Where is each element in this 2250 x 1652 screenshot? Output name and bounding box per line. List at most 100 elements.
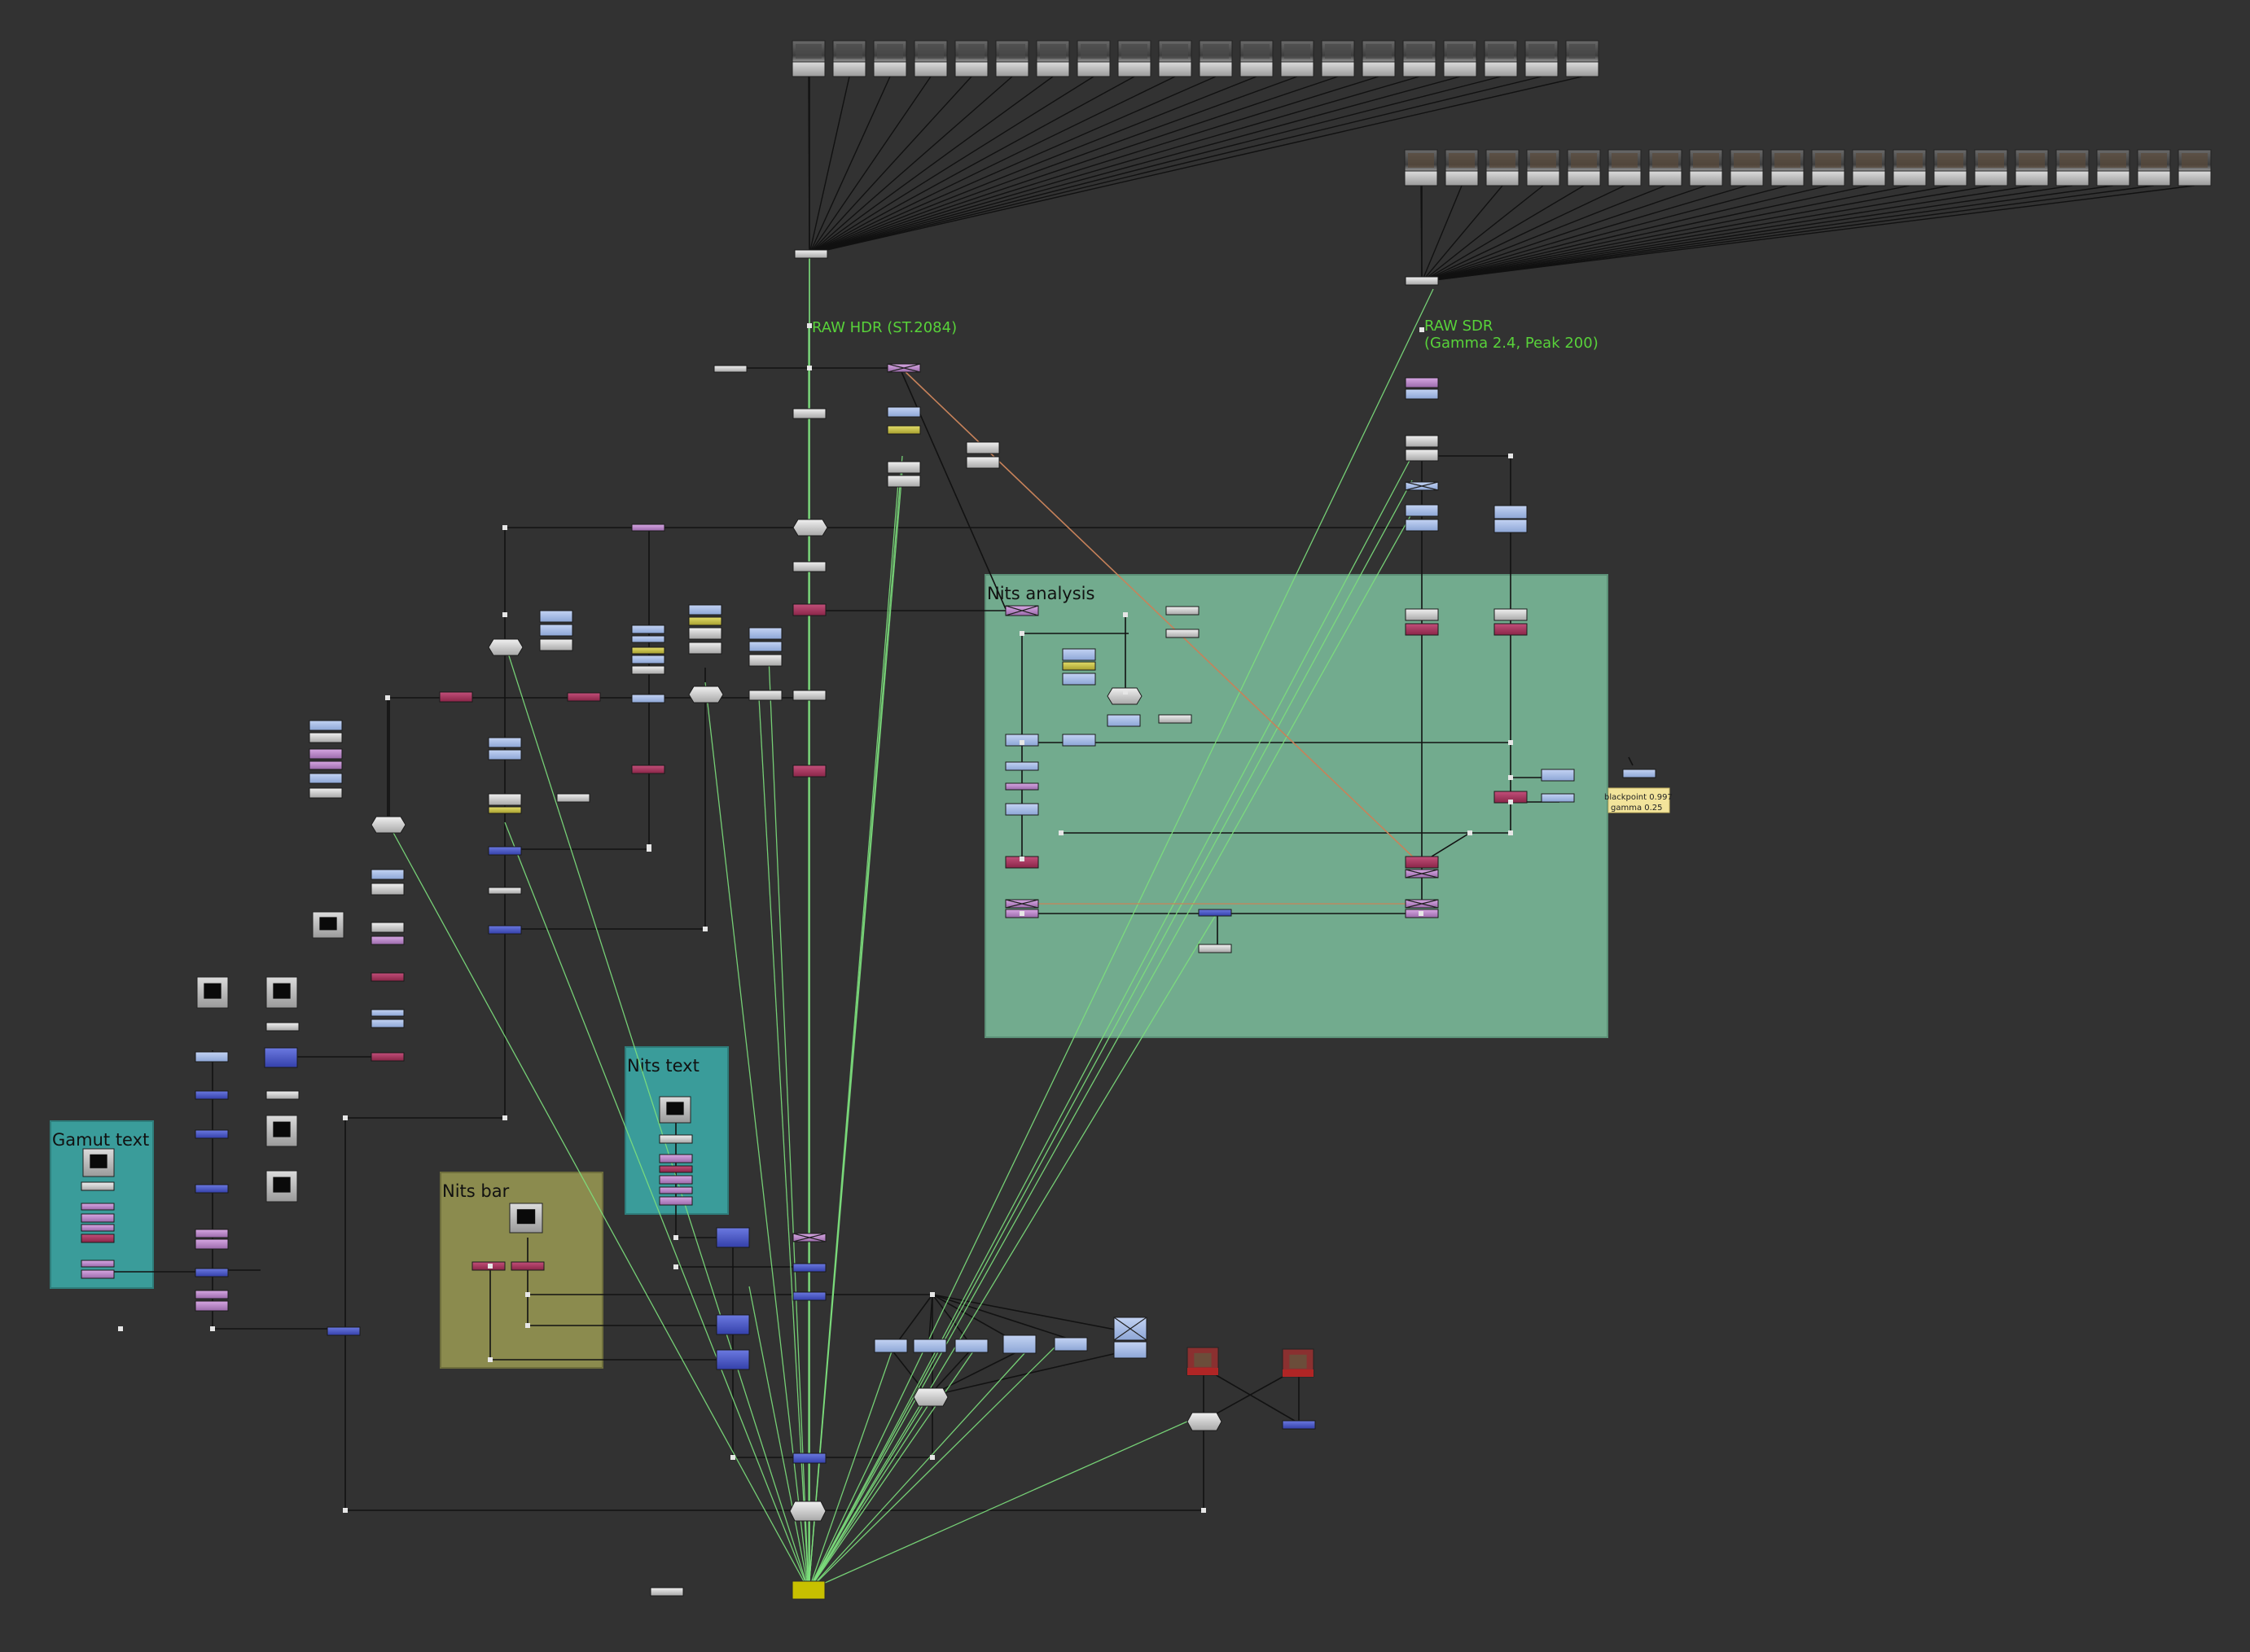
node[interactable] <box>1405 449 1439 462</box>
node[interactable] <box>631 646 665 655</box>
read-node[interactable] <box>1402 40 1436 77</box>
node[interactable] <box>792 408 827 419</box>
node[interactable] <box>748 627 783 640</box>
dot-node[interactable] <box>673 1235 678 1240</box>
merge-node[interactable] <box>1107 687 1143 705</box>
node[interactable] <box>265 1022 300 1032</box>
node[interactable] <box>748 641 783 652</box>
node[interactable] <box>1158 714 1192 724</box>
node[interactable] <box>792 1291 827 1301</box>
dot-node[interactable] <box>343 1115 348 1120</box>
node[interactable] <box>539 610 573 623</box>
dot-node[interactable] <box>1123 690 1128 695</box>
dot-node[interactable] <box>807 366 812 370</box>
read-node[interactable] <box>1565 40 1599 77</box>
node[interactable] <box>371 1009 405 1017</box>
node[interactable] <box>309 787 343 799</box>
node[interactable] <box>887 461 921 474</box>
dot-node[interactable] <box>730 1455 735 1460</box>
read-node[interactable] <box>1730 149 1764 186</box>
read-node[interactable] <box>832 40 866 77</box>
node[interactable] <box>688 616 722 626</box>
node[interactable] <box>439 691 473 703</box>
read-node[interactable] <box>1770 149 1805 186</box>
backdrop-nits-analysis[interactable]: Nits analysis <box>985 574 1608 1038</box>
hdr-read-nodes[interactable] <box>792 40 1599 77</box>
node[interactable] <box>792 765 827 778</box>
node[interactable] <box>511 1261 545 1271</box>
viewer-node[interactable] <box>196 976 229 1009</box>
node[interactable] <box>81 1181 115 1191</box>
read-node[interactable] <box>954 40 989 77</box>
read-node[interactable] <box>1158 40 1192 77</box>
dot-node[interactable] <box>502 1115 507 1120</box>
node[interactable] <box>81 1260 115 1268</box>
node[interactable] <box>81 1203 115 1211</box>
node[interactable] <box>488 846 522 856</box>
node[interactable] <box>966 456 1000 469</box>
node[interactable] <box>1113 1341 1147 1359</box>
node[interactable] <box>716 1349 750 1370</box>
node[interactable] <box>195 1268 229 1277</box>
node[interactable] <box>1405 856 1439 869</box>
viewer-node[interactable] <box>312 911 344 939</box>
read-node[interactable] <box>1607 149 1642 186</box>
processing-nodes[interactable] <box>81 249 1656 1600</box>
node[interactable] <box>1062 648 1096 661</box>
dot-node[interactable] <box>807 323 812 328</box>
node[interactable] <box>371 936 405 945</box>
read-node[interactable] <box>1933 149 1967 186</box>
node[interactable] <box>1002 1334 1037 1354</box>
node[interactable] <box>1493 608 1528 621</box>
read-node[interactable] <box>1077 40 1111 77</box>
node[interactable] <box>1541 769 1575 782</box>
node[interactable] <box>659 1175 693 1185</box>
read-node[interactable] <box>1893 149 1927 186</box>
node[interactable] <box>659 1154 693 1163</box>
node[interactable] <box>1493 505 1528 519</box>
viewer-node[interactable] <box>265 976 298 1009</box>
merge-node[interactable] <box>488 638 524 656</box>
viewer-node[interactable] <box>509 1203 543 1234</box>
node[interactable] <box>195 1290 229 1299</box>
node[interactable] <box>631 665 665 675</box>
read-node[interactable] <box>1199 40 1233 77</box>
dot-node[interactable] <box>502 612 507 617</box>
read-node[interactable] <box>1484 40 1518 77</box>
merge-node[interactable] <box>789 1501 827 1522</box>
viewer-node[interactable] <box>659 1096 691 1124</box>
dot-node[interactable] <box>673 1264 678 1269</box>
node[interactable] <box>887 425 921 435</box>
dot-node[interactable] <box>488 1357 493 1362</box>
node[interactable] <box>1405 608 1439 621</box>
node[interactable] <box>688 642 722 655</box>
merge-node[interactable] <box>1186 1412 1222 1431</box>
dot-node[interactable] <box>1419 911 1423 916</box>
dot-node[interactable] <box>1508 775 1513 780</box>
read-node[interactable] <box>1524 40 1559 77</box>
node[interactable] <box>195 1090 229 1100</box>
dot-node[interactable] <box>118 1326 123 1331</box>
node[interactable] <box>309 748 343 760</box>
node[interactable] <box>309 773 343 784</box>
node[interactable] <box>792 603 827 616</box>
node[interactable] <box>716 1314 750 1335</box>
read-node[interactable] <box>995 40 1029 77</box>
node[interactable] <box>954 1339 989 1353</box>
dot-node[interactable] <box>1020 911 1024 916</box>
node[interactable] <box>567 692 601 702</box>
dot-node[interactable] <box>385 695 390 700</box>
merge-node[interactable] <box>688 686 724 703</box>
dot-node[interactable] <box>1020 740 1024 745</box>
read-node[interactable] <box>792 40 826 77</box>
node[interactable] <box>1405 623 1439 636</box>
node[interactable] <box>792 561 827 572</box>
node[interactable] <box>556 793 590 803</box>
node[interactable] <box>309 732 343 743</box>
node[interactable] <box>1107 714 1141 727</box>
node[interactable] <box>659 1134 693 1144</box>
dot-node[interactable] <box>1508 830 1513 835</box>
read-node[interactable] <box>1811 149 1845 186</box>
node[interactable] <box>1405 435 1439 448</box>
node[interactable] <box>1062 661 1096 671</box>
